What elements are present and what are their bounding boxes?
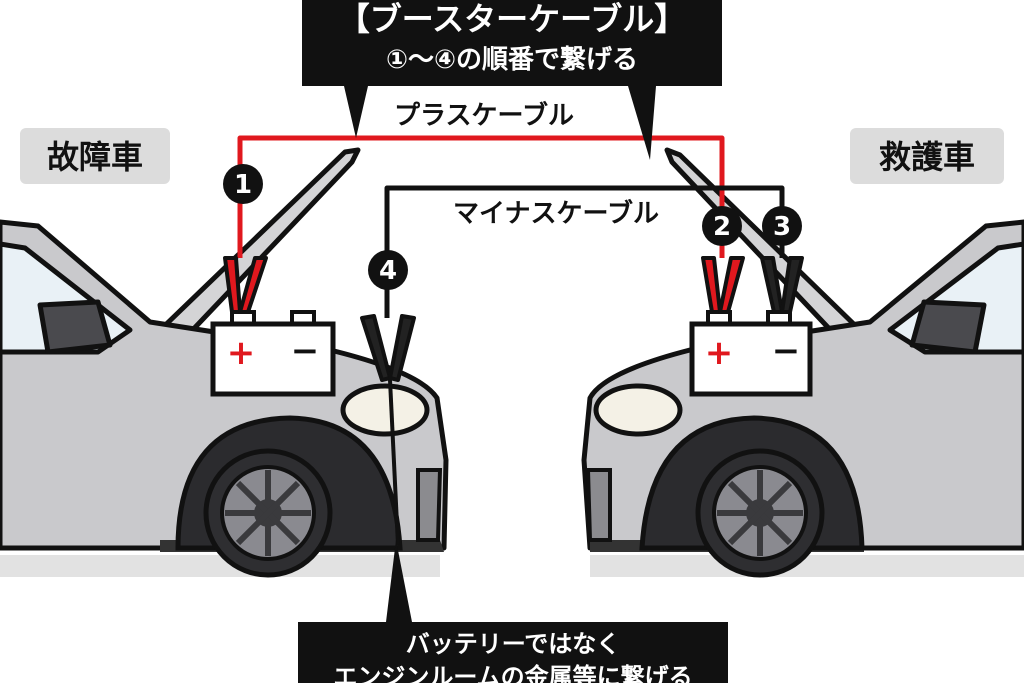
step-1-circle [223,164,263,204]
left-battery [210,310,336,397]
right-car-mirror [909,299,987,355]
left-ground-shadow [0,555,440,577]
right-car-grille [585,468,612,542]
step-4-circle [368,250,408,290]
step-2-circle [702,206,742,246]
right-battery-minus: − [772,331,801,371]
step-3-label: 3 [773,212,791,242]
left-car-mirror [37,299,113,355]
left-battery-minus: − [291,331,320,371]
broken-car-tag [20,128,170,184]
rescue-car-tag [850,128,1004,184]
left-battery-plus: + [227,333,256,373]
right-battery-plus: + [705,333,734,373]
step-1-label: 1 [234,170,252,200]
clamp-3-black [760,256,804,314]
title-callout [302,0,722,160]
step-2-label: 2 [713,212,731,242]
right-ground-shadow [590,555,1024,577]
ground-lead [388,379,400,546]
note-line-1: バッテリーではなく [406,630,621,658]
clamp-1-red [223,256,268,314]
left-car-grille [416,468,443,542]
plus-cable-label: プラスケーブル [394,100,574,131]
right-car-hood [664,147,868,341]
note-line-2: エンジンルームの金属等に繋げる [333,663,692,683]
minus-cable-label: マイナスケーブル [453,198,659,229]
title-line-2: ①〜④の順番で繋げる [386,45,638,75]
left-car-wheel [203,448,333,578]
right-car-wheel [695,448,825,578]
rescue-car-label: 救護車 [879,138,975,176]
left-car-headlight [340,383,430,437]
step-3-circle [762,206,802,246]
right-car-headlight [593,383,683,437]
right-battery [689,310,813,397]
step-4-label: 4 [379,256,397,286]
broken-car-label: 故障車 [47,138,143,176]
clamp-2-red [701,256,745,314]
note-callout [298,540,728,683]
clamp-4-black [360,314,416,382]
title-line-1: 【ブースターケーブル】 [338,0,686,38]
